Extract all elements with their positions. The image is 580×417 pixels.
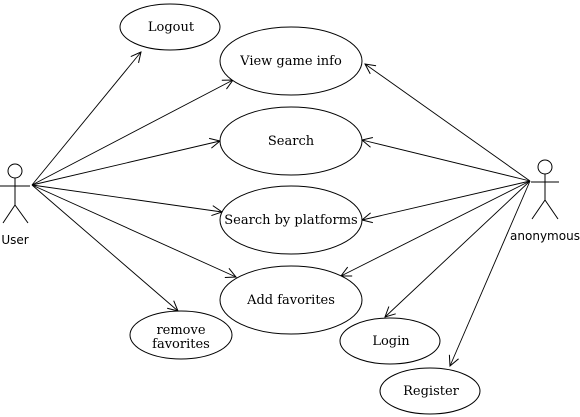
use-case-login[interactable]: Login <box>339 317 441 365</box>
assoc-anonymous-login <box>385 180 531 317</box>
use-case-label-line-2: favorites <box>152 337 210 352</box>
actor-label: User <box>1 233 28 247</box>
use-case-label: Login <box>372 334 410 349</box>
stick-figure-icon <box>531 159 559 220</box>
use-case-label: Search <box>268 134 315 149</box>
assoc-user-logout <box>31 52 141 186</box>
use-case-add-favorites[interactable]: Add favorites <box>219 265 363 335</box>
use-case-label: Logout <box>148 20 195 35</box>
use-case-label: View game info <box>239 54 342 69</box>
actor-anonymous[interactable]: anonymous <box>510 159 580 243</box>
stick-figure-icon <box>0 163 30 224</box>
assoc-anonymous-view-game-info <box>365 64 531 182</box>
assoc-user-search-by-platforms <box>31 184 222 212</box>
assoc-user-view-game-info <box>31 80 233 186</box>
use-case-label-line-1: remove <box>156 323 205 338</box>
assoc-anonymous-search <box>362 140 531 182</box>
assoc-user-add-favorites <box>31 184 236 277</box>
use-case-search-by-platforms[interactable]: Search by platforms <box>219 185 363 255</box>
actor-user[interactable]: User <box>0 163 30 247</box>
use-case-view-game-info[interactable]: View game info <box>219 26 363 96</box>
use-case-logout[interactable]: Logout <box>119 3 221 51</box>
assoc-anonymous-register <box>450 180 531 366</box>
use-case-remove-favorites[interactable]: remove favorites <box>129 310 233 360</box>
use-case-label: Register <box>403 384 460 399</box>
assoc-user-remove-favorites <box>31 184 178 311</box>
assoc-user-search <box>31 141 220 186</box>
assoc-anonymous-search-by-platforms <box>362 180 531 220</box>
use-case-label: Search by platforms <box>224 213 357 228</box>
use-case-label: Add favorites <box>246 293 335 308</box>
use-case-register[interactable]: Register <box>379 367 481 415</box>
use-case-search[interactable]: Search <box>219 106 363 176</box>
actor-label: anonymous <box>510 229 580 243</box>
assoc-anonymous-add-favorites <box>341 180 531 276</box>
